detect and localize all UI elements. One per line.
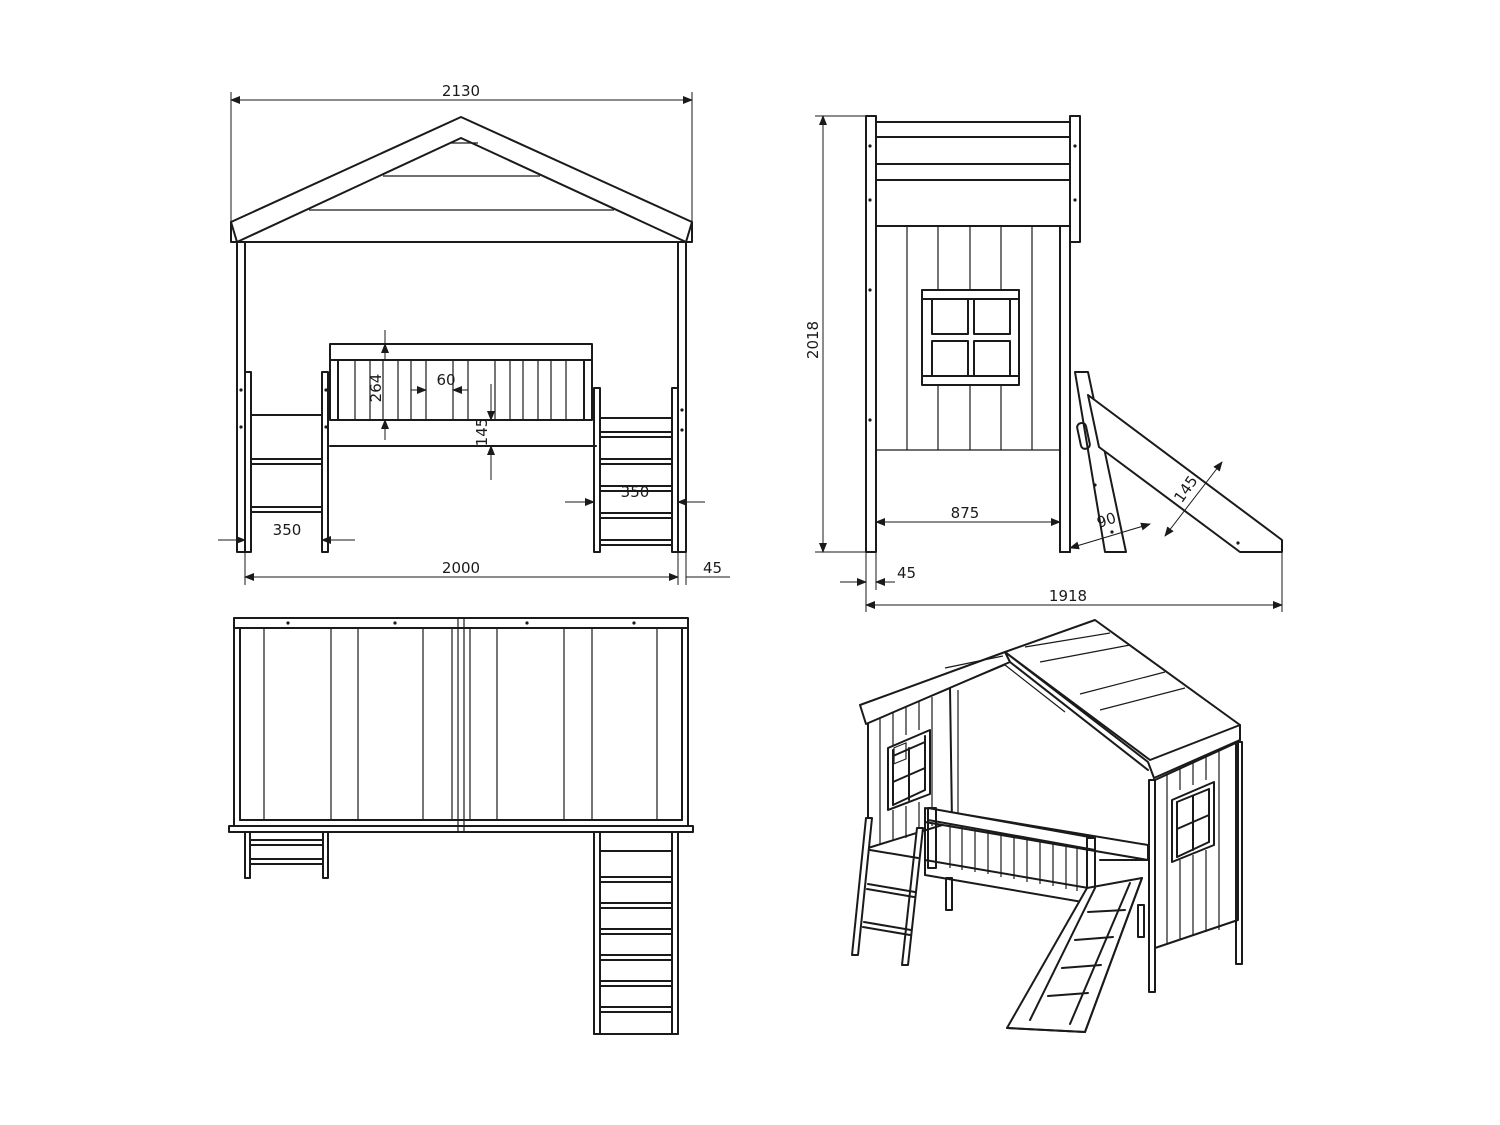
front-left-ladder xyxy=(239,371,329,553)
top-right-slide xyxy=(593,831,679,1035)
isometric-view xyxy=(851,619,1243,1033)
dim-rail-height: 264 xyxy=(367,374,385,403)
dim-inner-length: 2000 xyxy=(442,559,480,577)
dim-ladder-width-left: 350 xyxy=(273,521,302,539)
dim-side-leg-thickness: 45 xyxy=(897,564,916,582)
side-window xyxy=(921,289,1020,386)
side-view xyxy=(865,115,1283,553)
iso-right-wall xyxy=(1148,741,1243,993)
dim-rail-to-floor: 145 xyxy=(473,418,491,447)
dim-total-width: 2130 xyxy=(442,82,480,100)
iso-back-opening xyxy=(949,664,1066,815)
side-roof-boards xyxy=(875,121,1071,227)
iso-slide xyxy=(1006,877,1143,1033)
iso-safety-rail xyxy=(927,807,1096,897)
dim-leg-thickness: 45 xyxy=(703,559,722,577)
iso-ladder xyxy=(851,817,924,966)
front-dimension-labels: 2130 2000 45 264 60 145 350 350 xyxy=(273,82,722,577)
iso-right-window xyxy=(1171,781,1215,863)
iso-roof xyxy=(859,619,1241,779)
dim-total-height: 2018 xyxy=(804,321,822,359)
dim-slide-angle: 90 xyxy=(1095,509,1119,532)
dim-ladder-width-right: 350 xyxy=(621,483,650,501)
front-safety-rail xyxy=(329,343,597,447)
dim-slat-gap: 60 xyxy=(436,371,455,389)
top-view xyxy=(228,617,694,1035)
iso-left-window xyxy=(887,729,931,811)
front-dimension-lines xyxy=(218,92,730,585)
dim-total-depth: 1918 xyxy=(1049,587,1087,605)
front-roof xyxy=(230,116,693,243)
front-view xyxy=(230,116,693,553)
top-left-ladder xyxy=(244,831,329,879)
dim-inner-depth: 875 xyxy=(951,504,980,522)
top-roof-boards xyxy=(263,621,658,820)
side-dimension-lines xyxy=(815,115,1283,612)
front-right-ladder xyxy=(593,387,684,553)
front-posts xyxy=(236,241,687,553)
